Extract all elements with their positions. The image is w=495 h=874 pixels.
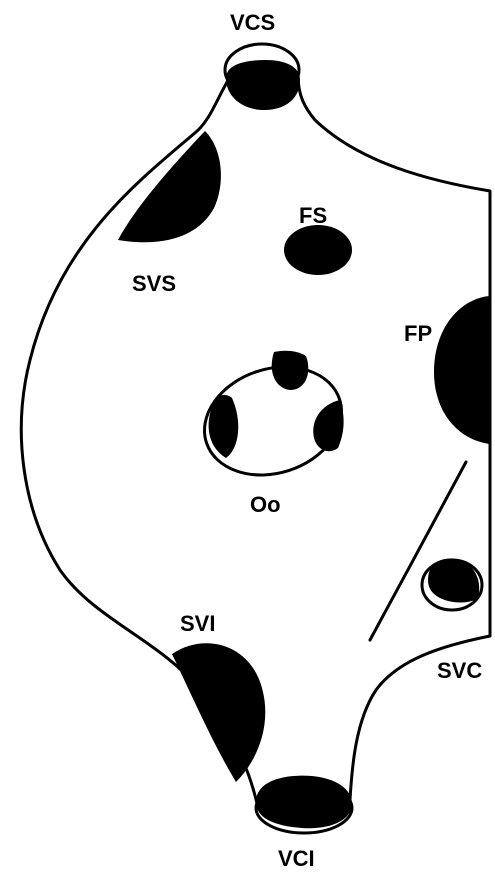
vcs-blob [226, 60, 300, 110]
label-oo: Oo [250, 494, 281, 516]
label-vcs: VCS [230, 12, 275, 34]
fs-blob [284, 225, 352, 275]
label-svi: SVI [180, 613, 215, 635]
fp-blob [434, 296, 490, 444]
label-vci: VCI [278, 848, 315, 870]
label-svs: SVS [132, 273, 176, 295]
label-svc: SVC [437, 660, 482, 682]
label-fs: FS [299, 205, 327, 227]
label-fp: FP [404, 323, 432, 345]
diagonal-line [370, 462, 466, 640]
svi-blob [172, 643, 265, 782]
vci-blob [256, 776, 352, 829]
